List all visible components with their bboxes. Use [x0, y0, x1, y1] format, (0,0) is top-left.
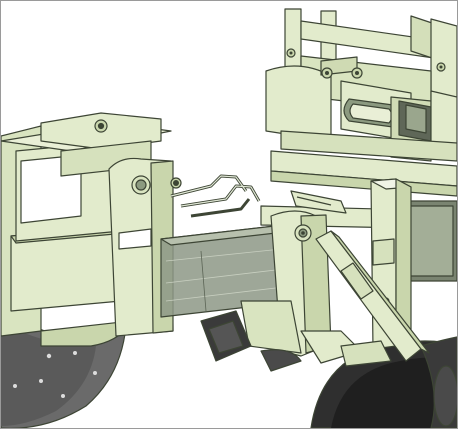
linkage-rods-highlight	[170, 175, 260, 207]
diagonal-strut	[315, 230, 430, 362]
left-frame	[1, 112, 172, 347]
left-disc-wheel	[1, 300, 127, 428]
left-plate	[108, 157, 182, 337]
bolts	[173, 51, 443, 235]
lower-hub	[200, 310, 392, 372]
